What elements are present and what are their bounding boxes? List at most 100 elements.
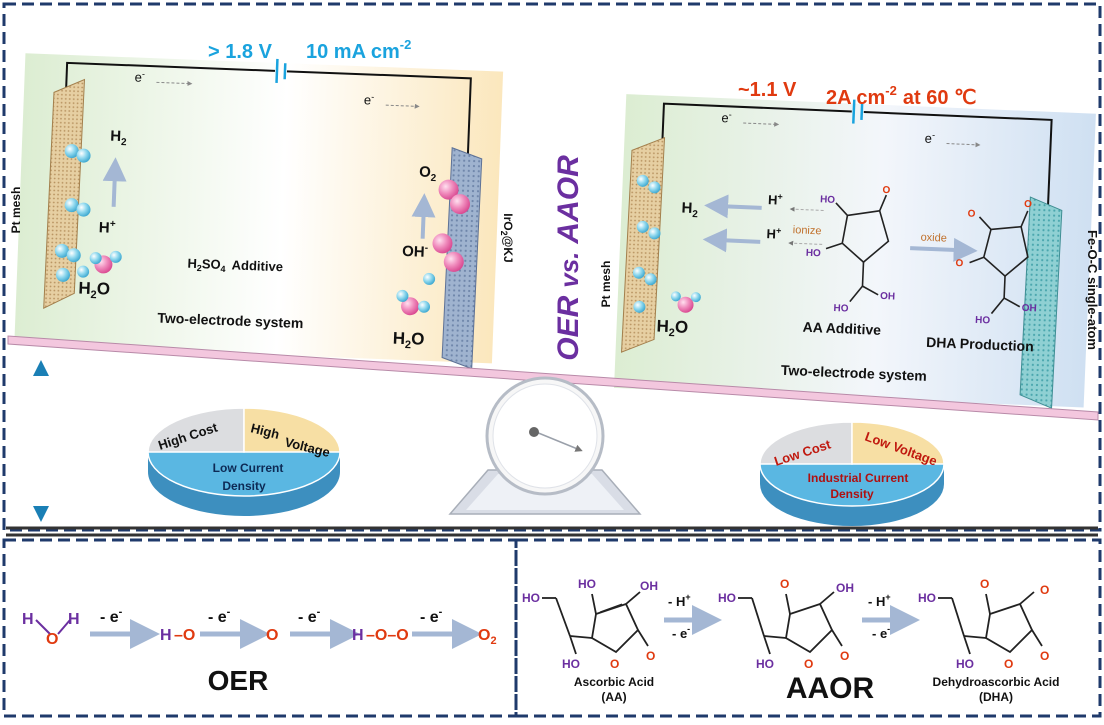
oer-water-bond-2 bbox=[57, 619, 71, 635]
aaor-aa-ho-3: HO bbox=[833, 303, 849, 315]
aa-ho-bottom: HO bbox=[562, 657, 580, 671]
dha-o-right: O bbox=[1040, 583, 1049, 597]
oer-ho-h: H bbox=[160, 627, 172, 644]
aaor-aa-ho-1: HO bbox=[820, 194, 836, 206]
ascorbic-acid-structure bbox=[542, 591, 649, 655]
left-arrow-head-down bbox=[33, 506, 49, 522]
oer-pie-label-high: High bbox=[249, 420, 281, 442]
aaor-aa-ho-2: HO bbox=[806, 248, 822, 260]
aaor-dha-o-3: O bbox=[955, 258, 963, 269]
aaor-oxide-label: oxide bbox=[920, 232, 947, 245]
aaor-aa-oh: OH bbox=[880, 291, 895, 303]
dha-ho-bottom: HO bbox=[956, 657, 974, 671]
dha-ho-left: HO bbox=[918, 591, 936, 605]
aaor-hplus-arrow-1 bbox=[704, 194, 762, 219]
aaor-electron-label-2: e- bbox=[924, 130, 935, 146]
dha-abbr: (DHA) bbox=[979, 690, 1013, 704]
oer-hoo-h: H bbox=[352, 627, 364, 644]
dha-name: Dehydroascorbic Acid bbox=[933, 675, 1060, 689]
aaor-step-2-e-label: - e- bbox=[872, 624, 890, 641]
oer-system-label: Two-electrode system bbox=[157, 310, 304, 332]
aaor-dha-o-1: O bbox=[1024, 199, 1032, 210]
oer-title: OER bbox=[208, 665, 269, 696]
oer-h2-up-arrow bbox=[102, 157, 127, 207]
aaor-dha-ho: HO bbox=[975, 315, 991, 327]
intermediate-structure bbox=[738, 591, 843, 655]
oer-voltage: > 1.8 V bbox=[208, 41, 273, 63]
aaor-voltage: ~1.1 V bbox=[738, 79, 797, 101]
aaor-electron-label-1: e- bbox=[721, 109, 732, 125]
aaor-wire-right bbox=[863, 111, 1053, 208]
oer-electron-arrow-2 bbox=[385, 103, 420, 109]
oer-step-label-4: - e- bbox=[420, 606, 443, 626]
oer-pie-label-current: Low Current bbox=[213, 461, 284, 475]
oer-ho-o: –O bbox=[174, 627, 195, 644]
oer-o2-bubbles bbox=[396, 179, 470, 316]
aaor-system-label: Two-electrode system bbox=[781, 362, 928, 384]
oer-h2-label: H2 bbox=[110, 128, 128, 149]
oer-o-intermediate: O bbox=[266, 627, 278, 644]
aaor-aa-molecule bbox=[825, 194, 890, 303]
center-title-text: OERvs.AAOR bbox=[552, 155, 585, 361]
int-ho-bottom: HO bbox=[756, 657, 774, 671]
aaor-step-1-e-label: - e- bbox=[672, 624, 690, 641]
aaor-pie-slice-cost bbox=[759, 421, 853, 465]
int-ho-left: HO bbox=[718, 591, 736, 605]
oer-panel-bg bbox=[14, 53, 504, 364]
aaor-hplus-label-1: H+ bbox=[768, 191, 783, 208]
aaor-electron-arrow-2 bbox=[946, 142, 981, 148]
oer-cell-panel: e- e- bbox=[14, 53, 504, 370]
aaor-h2-bubbles bbox=[632, 174, 701, 313]
aa-oh-right: OH bbox=[640, 579, 658, 593]
int-ring-o: O bbox=[804, 657, 813, 671]
oer-current-density: 10 mA cm-2 bbox=[306, 37, 411, 63]
aaor-battery-plate-1 bbox=[852, 99, 856, 124]
aaor-water-label: H2O bbox=[656, 317, 689, 340]
oer-electron-arrow-1 bbox=[156, 81, 193, 87]
dha-carbonyl-o: O bbox=[1040, 649, 1049, 663]
oer-step-label-1: - e- bbox=[100, 606, 123, 626]
aa-carbonyl-o: O bbox=[646, 649, 655, 663]
oer-mechanism: H O H - e- H –O - e- O - e- H –O–O - e- … bbox=[22, 606, 497, 696]
aa-ho-left: HO bbox=[522, 591, 540, 605]
aaor-aa-additive-label: AA Additive bbox=[802, 319, 881, 338]
oer-water-right-label: H2O bbox=[392, 329, 424, 352]
oer-hplus-label: H+ bbox=[98, 218, 116, 237]
oer-water-h2: H bbox=[68, 611, 80, 628]
oer-pie-label-density: Density bbox=[222, 479, 266, 493]
aaor-aa-carbonyl-o: O bbox=[882, 185, 890, 196]
top-frame bbox=[2, 2, 1102, 532]
dha-o-top: O bbox=[980, 577, 989, 591]
aaor-pt-mesh-label: Pt mesh bbox=[599, 261, 613, 308]
oer-step-label-3: - e- bbox=[298, 606, 321, 626]
aaor-pie-slice-voltage bbox=[851, 421, 945, 465]
left-arrow-head-up bbox=[33, 360, 49, 376]
int-o-top: O bbox=[780, 577, 789, 591]
aaor-step-1-label: - H+ bbox=[668, 592, 691, 609]
aa-ring-o: O bbox=[610, 657, 619, 671]
oer-water-bond-1 bbox=[35, 619, 51, 635]
aaor-dha-production-label: DHA Production bbox=[926, 334, 1034, 354]
oer-electron-label-1: e- bbox=[134, 68, 145, 84]
oer-iro2-label: IrO2@KJ bbox=[499, 213, 515, 262]
oer-battery-plate-2 bbox=[283, 63, 287, 80]
oer-pie-slice-cost bbox=[147, 407, 245, 453]
aaor-oxide-arrow bbox=[910, 237, 978, 262]
aaor-fe-o-c-electrode bbox=[1019, 196, 1063, 409]
oer-o2-product: O2 bbox=[478, 627, 497, 647]
aa-name: Ascorbic Acid bbox=[574, 675, 654, 689]
int-oh-right: OH bbox=[836, 581, 854, 595]
oer-ohminus-label: OH- bbox=[402, 242, 429, 261]
aaor-h2-label: H2 bbox=[681, 200, 699, 221]
dha-structure bbox=[938, 591, 1043, 655]
oer-o2-up-arrow bbox=[411, 193, 436, 239]
aaor-frame bbox=[514, 538, 1102, 718]
aaor-pie-label-industrial: Industrial Current bbox=[808, 471, 909, 485]
aaor-pie-chart: Low Cost Low Voltage Industrial Current … bbox=[759, 421, 945, 526]
aaor-battery-plate-2 bbox=[860, 103, 864, 120]
aaor-step-2-label: - H+ bbox=[868, 592, 891, 609]
